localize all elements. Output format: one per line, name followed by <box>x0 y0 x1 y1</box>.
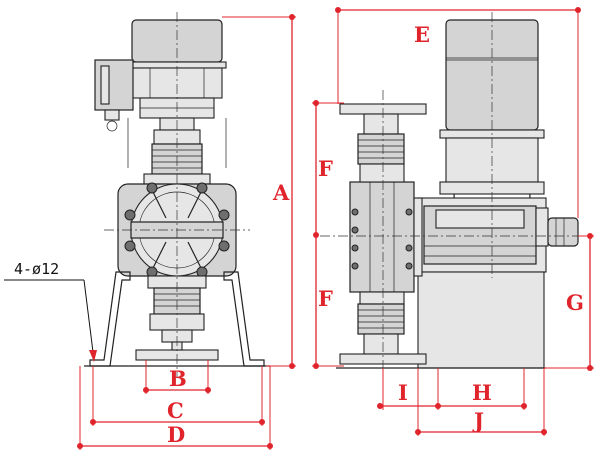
dim-label-e: E <box>414 22 430 47</box>
dim-label-c: C <box>167 398 184 423</box>
dim-label-j: J <box>472 408 484 433</box>
side-view <box>320 12 586 380</box>
dim-label-g: G <box>566 290 584 315</box>
side-lower-valve <box>339 291 427 365</box>
front-view <box>84 12 270 378</box>
stroke-adjust-knob <box>535 207 579 247</box>
hole-note-leader <box>4 279 97 362</box>
side-gearbox <box>417 197 547 369</box>
dim-label-a: A <box>272 180 290 205</box>
side-pump-head <box>349 181 423 293</box>
front-legs <box>84 271 270 367</box>
hole-spec-note: 4-ø12 <box>14 260 59 278</box>
dimension-lines <box>77 7 594 450</box>
dim-label-b: B <box>169 366 187 391</box>
dim-label-f-upper: F <box>318 156 333 181</box>
dim-label-d: D <box>167 422 185 447</box>
dim-label-h: H <box>472 380 492 405</box>
dim-label-f-lower: F <box>318 286 333 311</box>
terminal-box <box>94 59 134 132</box>
dim-label-i: I <box>398 380 408 405</box>
